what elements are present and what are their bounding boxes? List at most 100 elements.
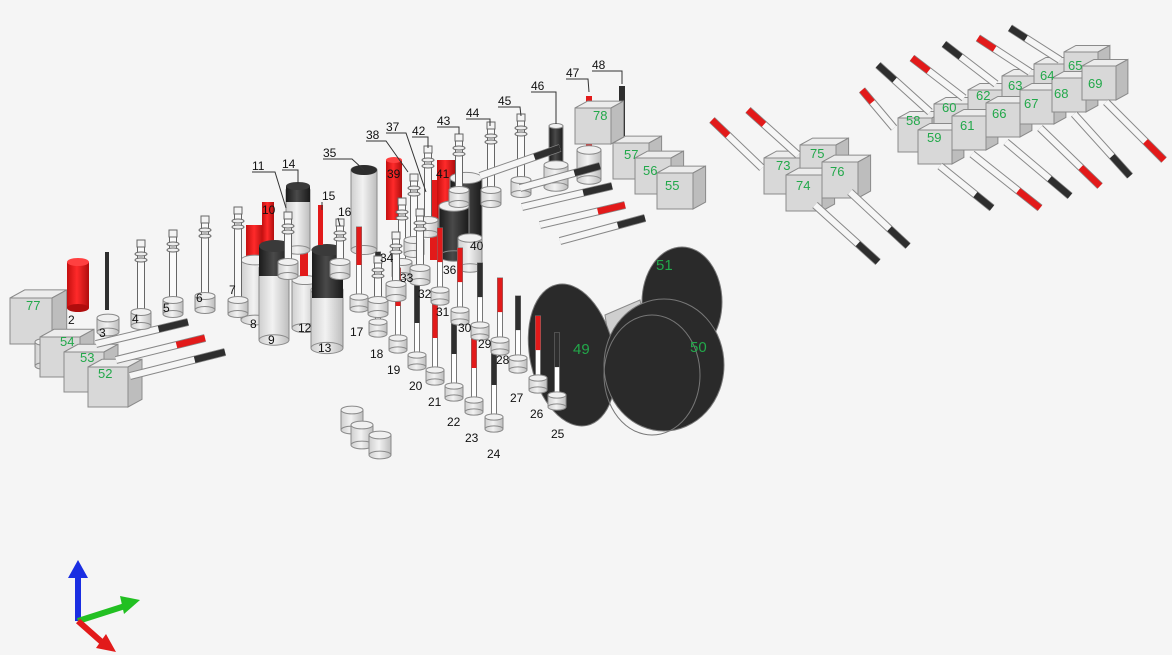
part-number-label: 30 bbox=[458, 321, 472, 335]
red-end bbox=[177, 338, 205, 345]
part-number-label: 5 bbox=[163, 301, 170, 315]
cyl-bottom bbox=[278, 273, 298, 280]
part-number-label: 22 bbox=[447, 415, 461, 429]
block-number-label: 51 bbox=[656, 257, 673, 274]
pin-base bbox=[485, 414, 503, 432]
part-number-label: 17 bbox=[350, 325, 364, 339]
pin-collar bbox=[372, 274, 384, 278]
pin-collar bbox=[515, 132, 527, 136]
red-clamp-2-top bbox=[67, 258, 89, 266]
pin-collar bbox=[199, 228, 211, 232]
cyl-top bbox=[465, 397, 483, 403]
part-number-label: 46 bbox=[531, 79, 545, 93]
pin bbox=[491, 278, 509, 355]
part-number-label: 29 bbox=[478, 337, 492, 351]
block-number-label: 58 bbox=[906, 113, 920, 128]
part-number-label: 10 bbox=[262, 203, 276, 217]
cyl-top bbox=[491, 337, 509, 343]
part-number-label: 4 bbox=[132, 312, 139, 326]
push-rod bbox=[978, 38, 1030, 72]
cyl-bottom bbox=[330, 273, 350, 280]
pin-base bbox=[465, 397, 483, 415]
cyl-top bbox=[449, 187, 469, 194]
part-number-label: 24 bbox=[487, 447, 501, 461]
part-number-label: 12 bbox=[298, 321, 312, 335]
block-side bbox=[128, 359, 142, 407]
cyl-bottom bbox=[389, 347, 407, 353]
black-end bbox=[1050, 179, 1070, 196]
black-end bbox=[159, 322, 188, 329]
black-end bbox=[195, 352, 225, 360]
red-tip bbox=[458, 248, 463, 282]
cyl-top bbox=[278, 259, 298, 266]
cyl-bottom bbox=[369, 331, 387, 337]
cyl-bottom bbox=[368, 311, 388, 318]
leader-line-47 bbox=[566, 79, 589, 92]
pin-collar bbox=[390, 244, 402, 248]
red-end bbox=[978, 38, 995, 49]
cyl-bottom bbox=[228, 311, 248, 318]
block-number-label: 59 bbox=[927, 130, 941, 145]
block-side bbox=[693, 166, 706, 209]
axis-y-arrow bbox=[78, 606, 125, 621]
cyl-top bbox=[228, 297, 248, 304]
push-rod bbox=[1106, 102, 1164, 160]
part-number-label: 35 bbox=[323, 146, 337, 160]
pin-collar bbox=[422, 164, 434, 168]
spare-cyl-c bbox=[369, 431, 391, 459]
push-rod bbox=[712, 120, 762, 168]
pin-base bbox=[481, 187, 501, 208]
block-number-label: 75 bbox=[810, 146, 824, 161]
cyl-top bbox=[509, 355, 527, 361]
block-number-label: 49 bbox=[573, 341, 590, 358]
red-tip bbox=[536, 316, 541, 350]
pin-collar bbox=[167, 242, 179, 246]
pin-collar bbox=[485, 134, 497, 138]
part-number-label: 40 bbox=[470, 239, 484, 253]
cyl-top bbox=[485, 414, 503, 420]
pin-base bbox=[431, 287, 449, 305]
push-rod bbox=[748, 110, 798, 155]
pin bbox=[509, 296, 527, 373]
black-tip bbox=[555, 333, 560, 367]
part-number-label: 7 bbox=[229, 283, 236, 297]
part-number-label: 14 bbox=[282, 157, 296, 171]
pin-base bbox=[449, 187, 469, 208]
pin-collar bbox=[408, 192, 420, 196]
axis-z-head bbox=[68, 560, 88, 578]
pin-base bbox=[350, 294, 368, 312]
cyl-top bbox=[529, 375, 547, 381]
pin-collar bbox=[334, 237, 346, 241]
red-tip bbox=[438, 228, 443, 262]
cyl-bottom bbox=[577, 176, 601, 184]
pin-base bbox=[426, 367, 444, 385]
part-number-label: 13 bbox=[318, 341, 332, 355]
red-tip bbox=[357, 227, 362, 265]
push-rod bbox=[940, 166, 992, 208]
pin-collar bbox=[453, 152, 465, 156]
block-number-label: 68 bbox=[1054, 86, 1068, 101]
part-number-label: 20 bbox=[409, 379, 423, 393]
pin-collar bbox=[396, 210, 408, 214]
pin-base bbox=[369, 319, 387, 337]
cyl-body bbox=[311, 290, 343, 348]
pin-collar bbox=[199, 234, 211, 238]
part-number-label: 34 bbox=[380, 251, 394, 265]
block-side bbox=[1116, 59, 1128, 100]
part-number-label: 48 bbox=[592, 58, 606, 72]
part-number-label: 39 bbox=[387, 167, 401, 181]
cyl-top bbox=[548, 392, 566, 398]
cyl-top bbox=[451, 307, 469, 313]
push-rod bbox=[540, 205, 625, 225]
pin-collar bbox=[167, 248, 179, 252]
red-end bbox=[598, 205, 625, 211]
block-number-label: 50 bbox=[690, 339, 707, 356]
push-rod bbox=[912, 58, 964, 98]
cyl-bottom bbox=[386, 295, 406, 302]
part-number-label: 15 bbox=[322, 189, 336, 203]
push-rod bbox=[850, 192, 908, 246]
pin-shaft bbox=[202, 222, 209, 296]
pin-base bbox=[445, 383, 463, 401]
block-number-label: 64 bbox=[1040, 68, 1054, 83]
cyl-top bbox=[369, 431, 391, 439]
